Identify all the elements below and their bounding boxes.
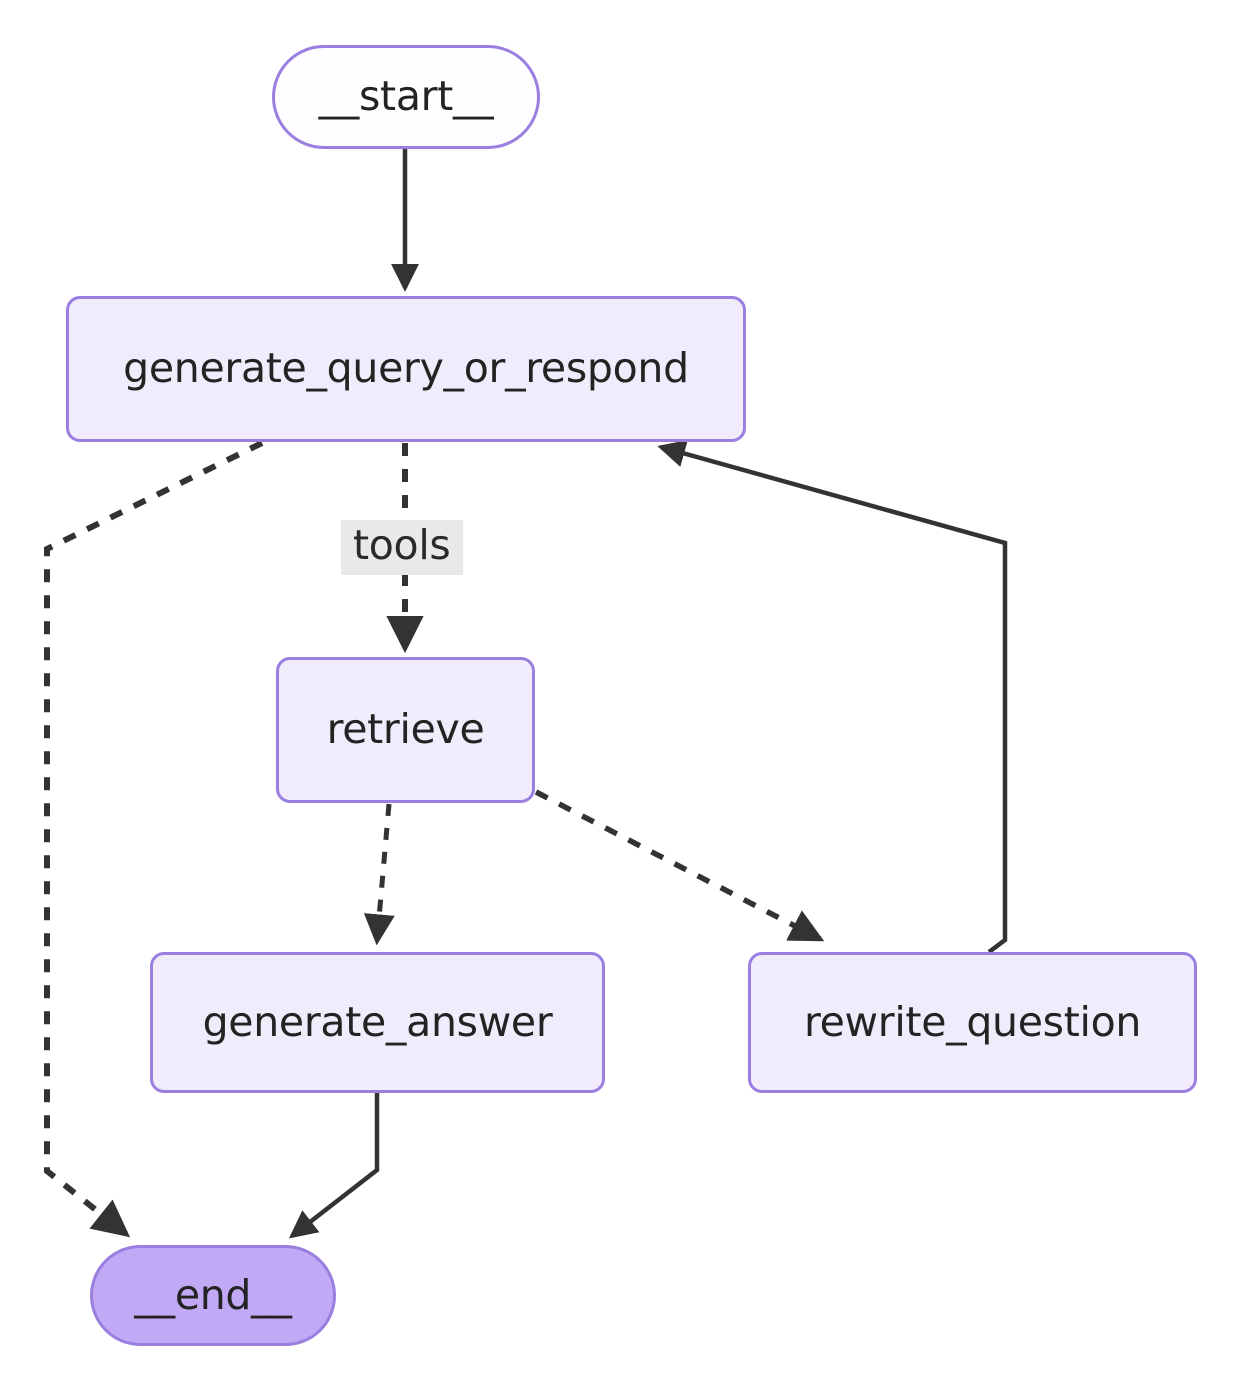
- node-generate-query-or-respond[interactable]: generate_query_or_respond: [66, 296, 746, 442]
- node-start[interactable]: __start__: [272, 45, 540, 149]
- node-generate-query-or-respond-label: generate_query_or_respond: [123, 344, 689, 393]
- node-generate-answer[interactable]: generate_answer: [150, 952, 605, 1093]
- edge-label-tools: tools: [341, 520, 463, 575]
- edge-rewrite-question-to-generate-query-or-respond: [657, 440, 1008, 954]
- node-end-label: __end__: [134, 1270, 292, 1319]
- edge-retrieve-to-generate-answer: [363, 803, 395, 946]
- node-end[interactable]: __end__: [90, 1245, 336, 1346]
- edge-generate-answer-to-end: [288, 1093, 380, 1239]
- node-rewrite-question-label: rewrite_question: [803, 997, 1142, 1046]
- node-generate-answer-label: generate_answer: [202, 997, 553, 1046]
- edge-generate-query-or-respond-to-end: [44, 440, 264, 1238]
- edge-retrieve-to-rewrite-question: [534, 789, 825, 942]
- node-retrieve[interactable]: retrieve: [276, 657, 535, 803]
- node-retrieve-label: retrieve: [326, 705, 485, 754]
- node-rewrite-question[interactable]: rewrite_question: [748, 952, 1197, 1093]
- node-start-label: __start__: [318, 72, 494, 121]
